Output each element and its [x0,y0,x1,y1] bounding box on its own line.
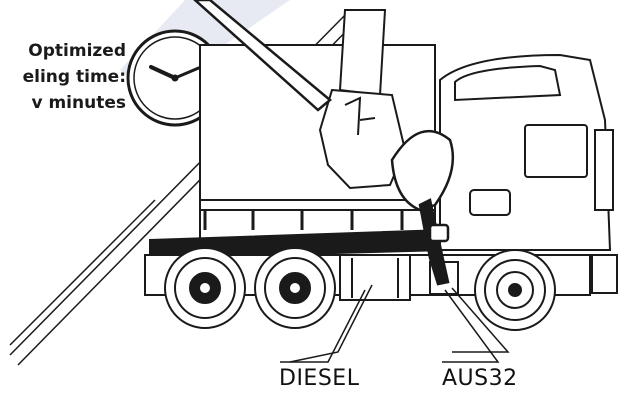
caption-line-1: Optimized [28,41,126,61]
leader-lines [280,284,510,363]
glove-hand-icon [318,9,407,190]
fuel-nozzle-icon [193,0,455,286]
caption-line-3: v minutes [31,93,126,113]
caption-line-2: eling time: [22,67,126,87]
aus32-label: AUS32 [442,366,518,391]
diesel-label: DIESEL [279,366,360,391]
clock-icon [126,29,224,127]
